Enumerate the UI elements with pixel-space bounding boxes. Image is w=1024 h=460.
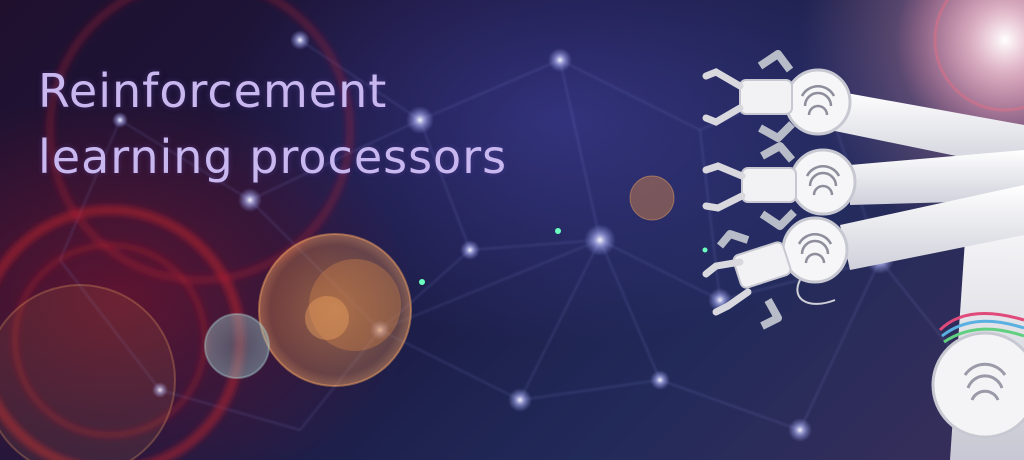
robot-arms-illustration bbox=[702, 50, 1024, 460]
hero-title-line-1: Reinforcement bbox=[38, 64, 388, 118]
hero-title-line-2: learning processors bbox=[38, 130, 508, 184]
bokeh-lights bbox=[0, 175, 675, 460]
hero-title: Reinforcement learning processors bbox=[38, 58, 507, 190]
